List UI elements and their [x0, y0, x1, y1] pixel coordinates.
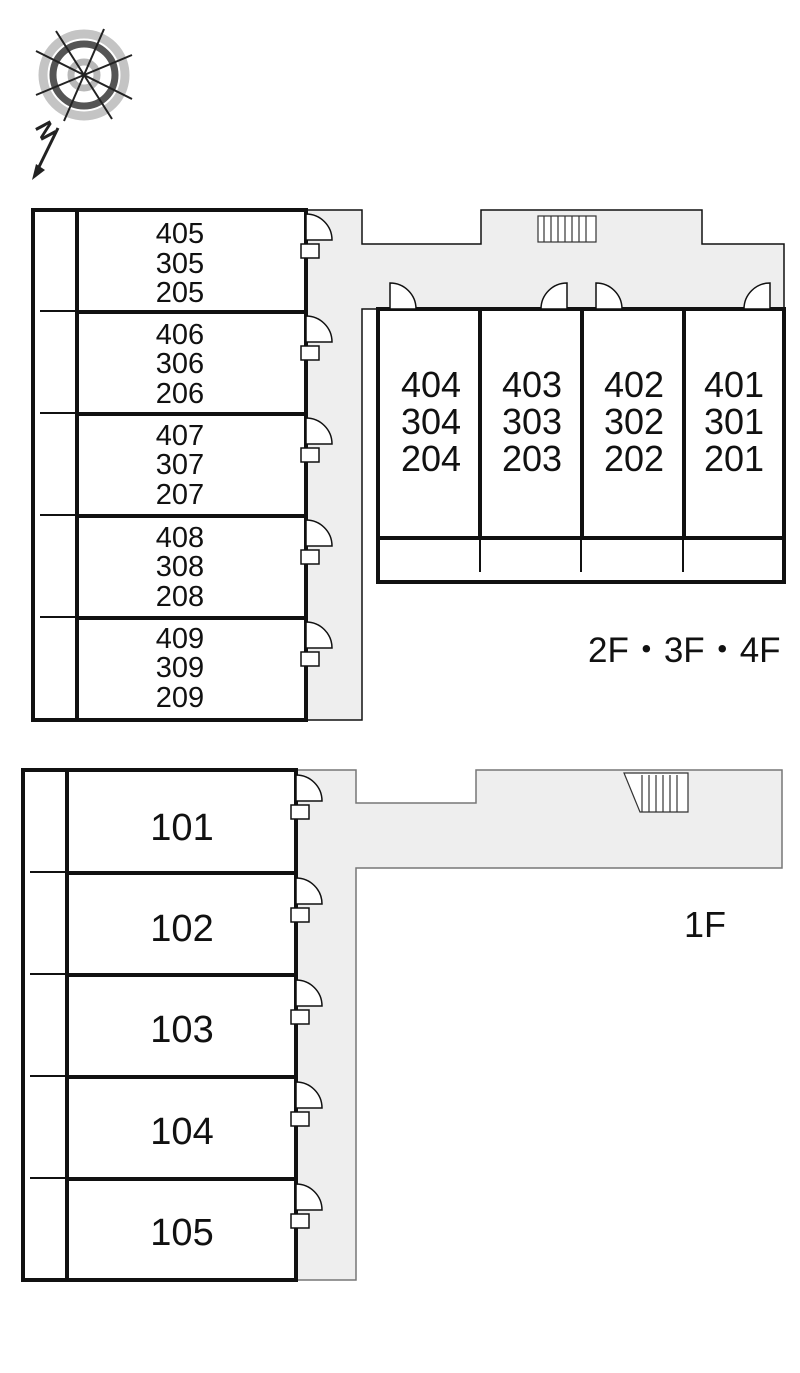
unit-number: 103 [150, 1009, 213, 1051]
unit-number: 101 [150, 807, 213, 849]
door-icon [743, 282, 771, 310]
upper-floors-plan: 405 305 205 406 306 206 407 307 207 408 … [31, 208, 786, 722]
unit-number: 403 [502, 364, 562, 405]
door-icon [300, 315, 333, 361]
unit-number: 202 [604, 438, 664, 479]
balcony-dividers-ground [30, 871, 67, 1179]
unit-number: 304 [401, 401, 461, 442]
unit-number: 206 [156, 378, 204, 410]
balcony-dividers-east [479, 538, 684, 572]
unit-number: 305 [156, 248, 204, 280]
unit-number: 208 [156, 581, 204, 613]
balcony-dividers-west [40, 310, 77, 618]
door-icon [290, 877, 323, 923]
unit-number: 307 [156, 449, 204, 481]
unit-number: 406 [156, 319, 204, 351]
ground-floor-plan: 101 102 103 104 105 1F [21, 768, 783, 1282]
unit-number: 408 [156, 522, 204, 554]
door-icon [300, 519, 333, 565]
upper-corridor [305, 209, 785, 721]
unit-number: 303 [502, 401, 562, 442]
unit-number: 407 [156, 420, 204, 452]
unit-number: 402 [604, 364, 664, 405]
stairs-ground [623, 772, 689, 813]
stairs-upper [537, 215, 597, 243]
floor-label-ground: 1F [684, 904, 726, 945]
door-icon [290, 774, 323, 820]
unit-105 [65, 1177, 298, 1282]
floor-label-upper: 2F・3F・4F [588, 631, 781, 670]
ground-corridor [295, 769, 783, 1281]
unit-number: 201 [704, 438, 764, 479]
door-icon [540, 282, 568, 310]
unit-number: 105 [150, 1212, 213, 1254]
unit-number: 203 [502, 438, 562, 479]
unit-number: 209 [156, 682, 204, 714]
door-icon [389, 282, 417, 310]
unit-number: 309 [156, 652, 204, 684]
door-icon [595, 282, 623, 310]
unit-number: 401 [704, 364, 764, 405]
door-icon [290, 1183, 323, 1229]
unit-number: 302 [604, 401, 664, 442]
unit-number: 306 [156, 348, 204, 380]
unit-number: 204 [401, 438, 461, 479]
unit-number: 308 [156, 551, 204, 583]
unit-number: 104 [150, 1111, 213, 1153]
unit-number: 205 [156, 277, 204, 309]
unit-number: 404 [401, 364, 461, 405]
unit-number: 301 [704, 401, 764, 442]
door-icon [300, 621, 333, 667]
door-icon [300, 213, 333, 259]
door-icon [290, 1081, 323, 1127]
door-icon [290, 979, 323, 1025]
unit-number: 102 [150, 908, 213, 950]
unit-number: 409 [156, 623, 204, 655]
unit-number: 207 [156, 479, 204, 511]
unit-401-301-201 [682, 307, 786, 540]
door-icon [300, 417, 333, 463]
north-label: N [30, 116, 62, 144]
compass-rose-icon [32, 28, 133, 180]
unit-409-309-209 [75, 616, 308, 722]
unit-number: 405 [156, 218, 204, 250]
